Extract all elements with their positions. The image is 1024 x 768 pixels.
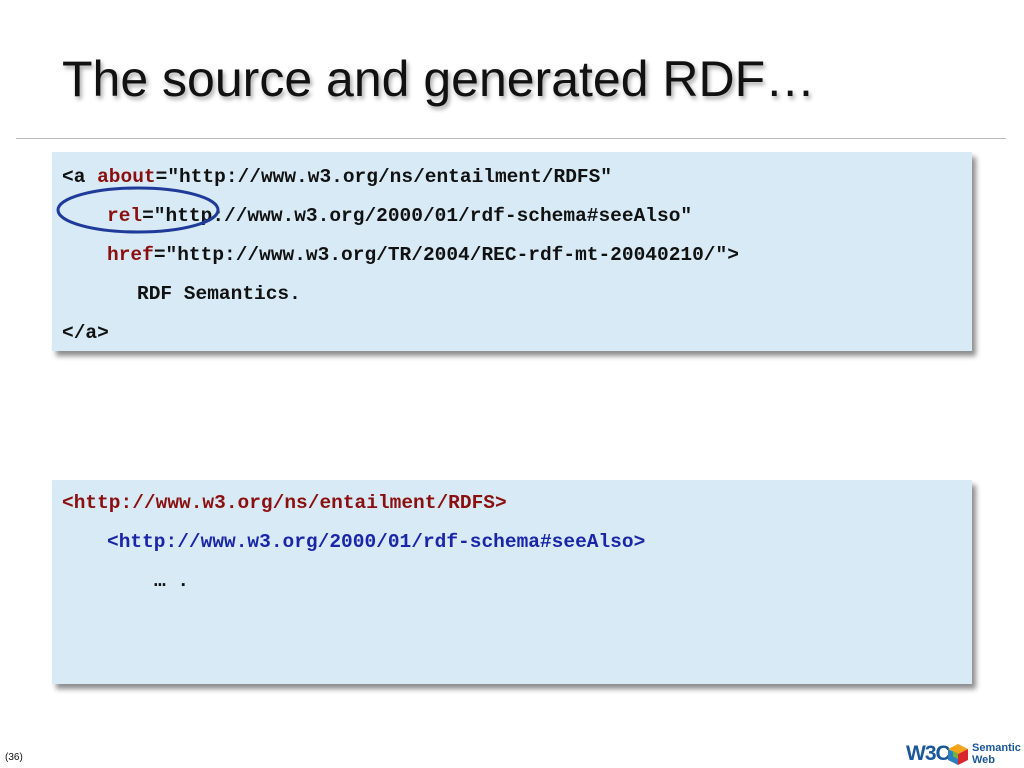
source-line-anchor-open: <a about="http://www.w3.org/ns/entailmen… xyxy=(52,158,972,197)
w3c-wordmark: W3C xyxy=(906,742,951,765)
rdf-predicate: <http://www.w3.org/2000/01/rdf-schema#se… xyxy=(107,531,646,553)
slide-title: The source and generated RDF… xyxy=(62,51,816,107)
source-line-rel: rel="http://www.w3.org/2000/01/rdf-schem… xyxy=(52,197,972,236)
anchor-open-tag: <a xyxy=(62,166,98,188)
anchor-close-tag: </a> xyxy=(62,322,109,344)
anchor-text: RDF Semantics. xyxy=(137,283,301,305)
rel-value: ="http://www.w3.org/2000/01/rdf-schema#s… xyxy=(142,205,693,227)
rdf-object-ellipsis: … . xyxy=(154,570,190,592)
semantic-web-cube-icon xyxy=(948,744,968,765)
about-attribute: about xyxy=(97,166,156,188)
href-attribute: href xyxy=(107,244,154,266)
logo-line-semantic: Semantic xyxy=(972,742,1021,754)
w3c-semantic-web-logo-icon: W3C Semantic Web xyxy=(906,740,1022,768)
rdf-subject: <http://www.w3.org/ns/entailment/RDFS> xyxy=(62,492,507,514)
href-value: ="http://www.w3.org/TR/2004/REC-rdf-mt-2… xyxy=(153,244,739,266)
title-divider xyxy=(16,138,1006,139)
page-number: (36) xyxy=(5,752,23,763)
source-line-href: href="http://www.w3.org/TR/2004/REC-rdf-… xyxy=(52,236,972,275)
source-html-box: <a about="http://www.w3.org/ns/entailmen… xyxy=(52,152,972,351)
rel-attribute: rel xyxy=(107,205,143,227)
source-line-anchor-close: </a> xyxy=(52,314,972,353)
about-value: ="http://www.w3.org/ns/entailment/RDFS" xyxy=(155,166,612,188)
generated-rdf-box: <http://www.w3.org/ns/entailment/RDFS> <… xyxy=(52,480,972,684)
logo-line-web: Web xyxy=(972,754,996,766)
semantic-web-wordmark: Semantic Web xyxy=(972,742,1021,766)
source-line-text: RDF Semantics. xyxy=(52,275,972,314)
